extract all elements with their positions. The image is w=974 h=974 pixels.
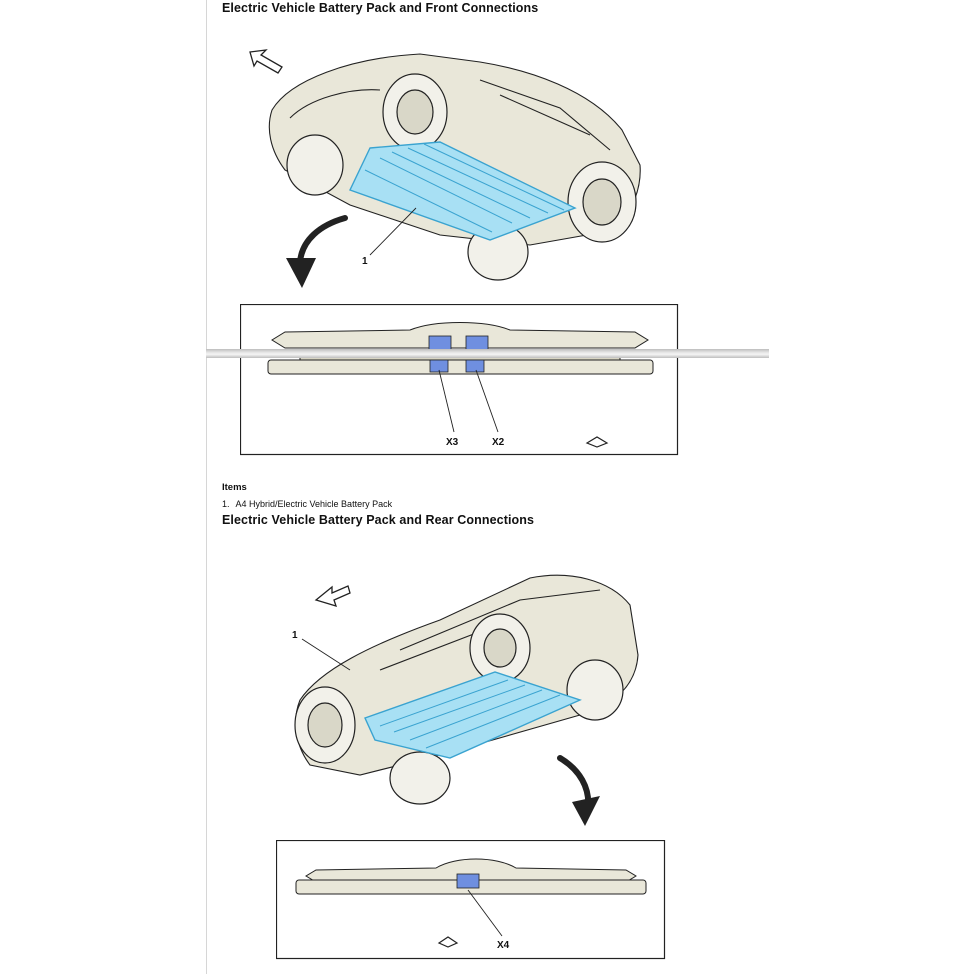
list-item: 1. A4 Hybrid/Electric Vehicle Battery Pa… — [222, 499, 392, 509]
figure-2-vehicle: 1 — [280, 560, 660, 830]
figure-2-title: Electric Vehicle Battery Pack and Rear C… — [222, 513, 535, 527]
direction-arrow-icon — [249, 49, 283, 74]
front-connector-detail: X3 X2 — [240, 304, 679, 456]
figure-1-vehicle: 1 — [230, 40, 670, 300]
battery-pack — [364, 671, 582, 759]
callout-x4-leader — [467, 889, 503, 937]
callout-1-label: 1 — [292, 630, 298, 641]
rotate-arrow-icon — [557, 755, 600, 826]
scroll-divider-bar — [206, 349, 769, 358]
rotate-arrow-icon — [286, 215, 348, 288]
callout-x2-label: X2 — [492, 437, 505, 448]
callout-x2-leader — [475, 369, 499, 433]
view-eye-icon — [585, 436, 609, 448]
callout-x4-label: X4 — [497, 940, 510, 951]
callout-1-leader — [301, 638, 351, 671]
connector-x2-top — [428, 335, 452, 351]
connector-x2 — [465, 359, 485, 373]
callout-1-leader — [369, 207, 417, 256]
item-number: 1. — [222, 499, 230, 509]
view-eye-icon — [437, 936, 459, 948]
item-label: A4 Hybrid/Electric Vehicle Battery Pack — [235, 499, 393, 509]
vehicle-wheels — [294, 613, 624, 805]
front-vehicle-illustration: 1 — [249, 49, 641, 288]
figure-1-detail: X3 X2 — [240, 304, 679, 456]
callout-x3-leader — [438, 369, 455, 433]
battery-pack — [349, 141, 577, 241]
connector-x4 — [456, 873, 480, 889]
vehicle-wheels — [286, 73, 637, 281]
callout-1-label: 1 — [362, 256, 368, 267]
figure-2-detail: X4 — [276, 840, 666, 960]
items-list: 1. A4 Hybrid/Electric Vehicle Battery Pa… — [222, 499, 392, 509]
items-heading: Items — [222, 482, 247, 493]
callout-x3-label: X3 — [446, 437, 459, 448]
connector-x3 — [429, 359, 449, 373]
rear-vehicle-illustration: 1 — [292, 574, 639, 826]
figure-1-title: Electric Vehicle Battery Pack and Front … — [222, 1, 539, 15]
page-left-rule — [206, 0, 207, 974]
direction-arrow-icon — [314, 585, 351, 607]
rear-connector-detail: X4 — [276, 840, 666, 960]
connector-x3-top — [465, 335, 489, 351]
